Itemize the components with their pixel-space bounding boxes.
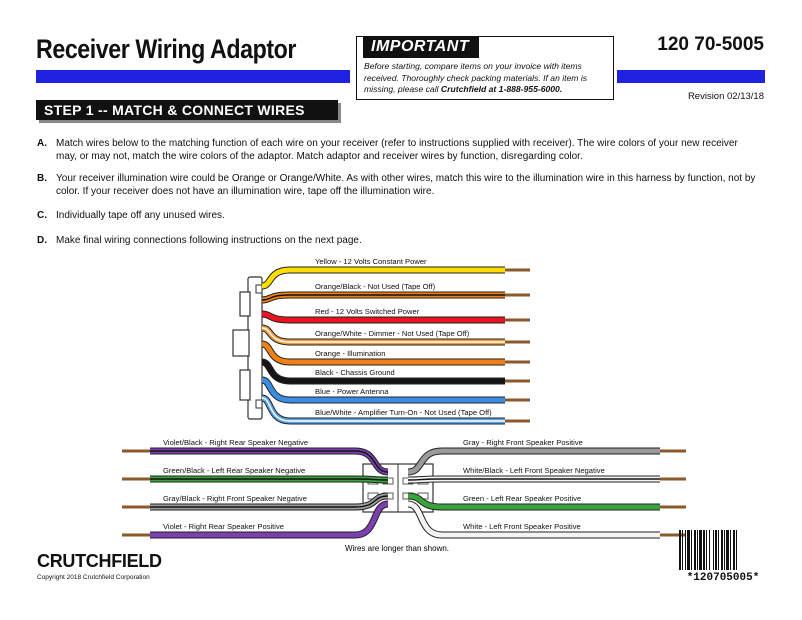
barcode-bar xyxy=(730,530,731,570)
step-letter: B. xyxy=(37,173,47,184)
barcode-bar xyxy=(694,530,696,570)
header-rule-right xyxy=(617,70,765,83)
barcode-bar xyxy=(685,530,686,570)
barcode-bar xyxy=(682,530,683,570)
crutchfield-logo: CRUTCHFIELD xyxy=(37,551,162,571)
step-item-d: D. Make final wiring connections followi… xyxy=(37,234,757,248)
wire-label: Orange - Illumination xyxy=(315,349,386,358)
header-rule-left xyxy=(36,70,350,83)
barcode-bar xyxy=(733,530,735,570)
top-wire-group: Yellow - 12 Volts Constant PowerOrange/B… xyxy=(260,257,530,425)
step-letter: D. xyxy=(37,235,47,246)
document-title: Receiver Wiring Adaptor xyxy=(36,34,297,64)
right-wire-green-2 xyxy=(407,492,660,511)
step-text: Make final wiring connections following … xyxy=(56,235,362,246)
speaker-wire-group: Violet/Black - Right Rear Speaker Negati… xyxy=(122,438,686,539)
barcode-bar xyxy=(715,530,717,570)
barcode-text: *120705005* xyxy=(686,572,760,584)
top-wire-orange-white-3 xyxy=(261,324,505,346)
barcode-bar xyxy=(691,530,692,570)
barcode-bar xyxy=(736,530,737,570)
wire-label: Gray - Right Front Speaker Positive xyxy=(463,438,583,447)
barcode-bar xyxy=(699,530,702,570)
left-wire-violet-3 xyxy=(150,500,389,539)
wire-label: Blue - Power Antenna xyxy=(315,387,389,396)
step-1-banner: STEP 1 -- MATCH & CONNECT WIRES xyxy=(36,100,338,120)
part-number: 120 70-5005 xyxy=(657,34,764,55)
barcode-bar xyxy=(713,530,714,570)
main-harness-connector xyxy=(232,276,263,420)
right-wire-gray-0 xyxy=(407,447,660,476)
diagram-note: Wires are longer than shown. xyxy=(345,544,449,553)
top-wire-yellow-0 xyxy=(261,266,505,290)
wire-label: Orange/Black - Not Used (Tape Off) xyxy=(315,282,436,291)
revision-date: Revision 02/13/18 xyxy=(687,91,764,102)
barcode-bar xyxy=(724,530,725,570)
top-wire-black-5 xyxy=(261,358,505,385)
copyright: Copyright 2018 Crutchfield Corporation xyxy=(37,574,150,581)
wire-label: Red - 12 Volts Switched Power xyxy=(315,307,420,316)
barcode xyxy=(679,530,737,570)
wire-label: Yellow - 12 Volts Constant Power xyxy=(315,257,427,266)
wire-label: Blue/White - Amplifier Turn-On - Not Use… xyxy=(315,408,492,417)
wire-label: Violet/Black - Right Rear Speaker Negati… xyxy=(163,438,308,447)
step-text: Individually tape off any unused wires. xyxy=(56,210,225,221)
top-wire-blue-white-7 xyxy=(260,394,505,425)
important-phone: Crutchfield at 1-888-955-6000. xyxy=(440,84,563,94)
left-wire-green-black-1 xyxy=(150,475,389,484)
right-wire-white-3 xyxy=(407,500,660,539)
top-wire-orange-4 xyxy=(261,340,505,366)
step-1-title: STEP 1 -- MATCH & CONNECT WIRES xyxy=(44,102,305,118)
wire-label: White/Black - Left Front Speaker Negativ… xyxy=(463,466,605,475)
barcode-bar xyxy=(726,530,729,570)
barcode-bar xyxy=(706,530,707,570)
step-letter: C. xyxy=(37,210,47,221)
wire-label: Black - Chassis Ground xyxy=(315,368,395,377)
wire-label: Green/Black - Left Rear Speaker Negative xyxy=(163,466,305,475)
important-notice: IMPORTANT Before starting, compare items… xyxy=(356,36,614,100)
barcode-bar xyxy=(679,530,681,570)
barcode-bar xyxy=(721,530,723,570)
step-item-a: A. Match wires below to the matching fun… xyxy=(37,137,757,163)
important-label: IMPORTANT xyxy=(363,36,480,58)
barcode-bar xyxy=(718,530,719,570)
wiring-diagram: Yellow - 12 Volts Constant PowerOrange/B… xyxy=(122,257,686,553)
barcode-bar xyxy=(709,530,710,570)
step-text: Match wires below to the matching functi… xyxy=(56,138,738,162)
wire-label: White - Left Front Speaker Positive xyxy=(463,522,581,531)
wire-label: Green - Left Rear Speaker Positive xyxy=(463,494,581,503)
step-item-c: C. Individually tape off any unused wire… xyxy=(37,209,757,223)
top-wire-red-2 xyxy=(261,310,505,324)
left-wire-violet-black-0 xyxy=(150,447,389,476)
barcode-bar xyxy=(697,530,698,570)
step-item-b: B. Your receiver illumination wire could… xyxy=(37,172,757,198)
wire-label: Gray/Black - Right Front Speaker Negativ… xyxy=(163,494,307,503)
step-letter: A. xyxy=(37,138,47,149)
wire-label: Orange/White - Dimmer - Not Used (Tape O… xyxy=(315,329,470,338)
important-text: Before starting, compare items on your i… xyxy=(364,61,610,96)
step-text: Your receiver illumination wire could be… xyxy=(56,173,756,197)
right-wire-white-black-1 xyxy=(407,475,660,484)
barcode-bar xyxy=(687,530,690,570)
top-wire-orange-black-1 xyxy=(261,291,505,304)
wire-label: Violet - Right Rear Speaker Positive xyxy=(163,522,284,531)
important-body: Before starting, compare items on your i… xyxy=(364,61,588,94)
top-wire-blue-6 xyxy=(261,376,505,404)
barcode-bar xyxy=(703,530,705,570)
left-wire-gray-black-2 xyxy=(150,492,389,511)
